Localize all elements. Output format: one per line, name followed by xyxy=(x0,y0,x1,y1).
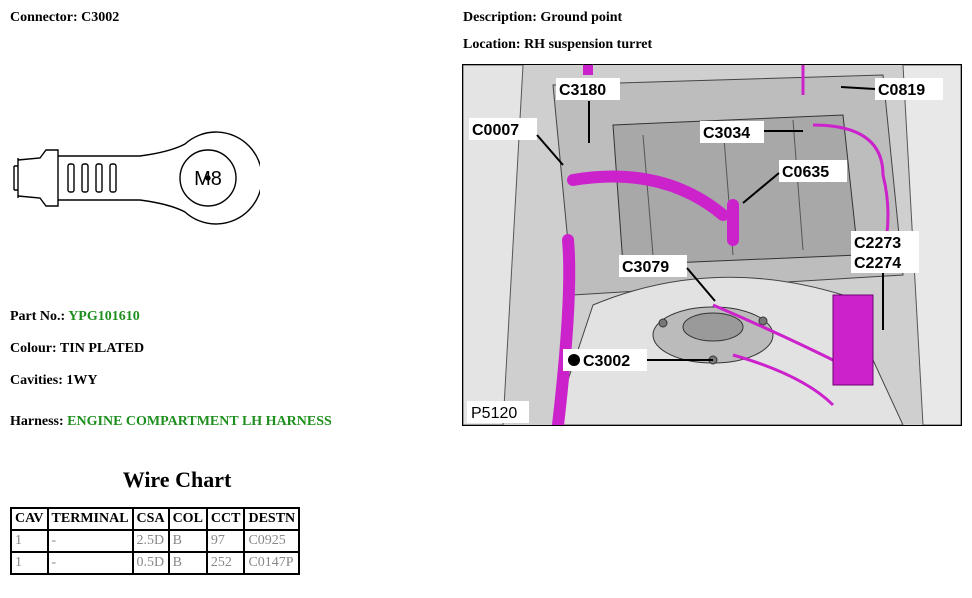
ground-dot-icon xyxy=(568,354,580,366)
location-value: RH suspension turret xyxy=(524,37,653,52)
part-number-value: YPG101610 xyxy=(68,309,140,324)
location-line: Location: RH suspension turret xyxy=(463,37,652,53)
callout-c0635: C0635 xyxy=(782,164,829,181)
callout-c2274: C2274 xyxy=(854,255,901,272)
cell-cav: 1 xyxy=(10,529,49,553)
wire-chart-title: Wire Chart xyxy=(122,467,232,492)
ring-terminal-drawing: M8 xyxy=(10,128,263,228)
cell-csa: 0.5D xyxy=(131,551,170,575)
connector-label: Connector: xyxy=(10,10,78,25)
colour-line: Colour: TIN PLATED xyxy=(10,341,144,357)
photo-reference: P5120 xyxy=(471,405,517,422)
description-value: Ground point xyxy=(540,10,623,25)
location-label: Location: xyxy=(463,37,521,52)
cell-col: B xyxy=(167,551,208,575)
connector-value: C3002 xyxy=(81,10,120,25)
callout-c3180: C3180 xyxy=(559,82,606,99)
stud-size-label: M8 xyxy=(194,168,222,190)
cavities-line: Cavities: 1WY xyxy=(10,373,98,389)
cell-col: B xyxy=(167,529,208,553)
table-row: 1 - 2.5D B 97 C0925 xyxy=(10,529,301,553)
header-csa: CSA xyxy=(131,507,170,531)
header-col: COL xyxy=(167,507,208,531)
harness-value: ENGINE COMPARTMENT LH HARNESS xyxy=(67,414,332,429)
header-terminal: TERMINAL xyxy=(46,507,134,531)
cell-destn: C0925 xyxy=(243,529,301,553)
callout-c3079: C3079 xyxy=(622,259,669,276)
callout-c0819: C0819 xyxy=(878,82,925,99)
harness-line: Harness: ENGINE COMPARTMENT LH HARNESS xyxy=(10,414,332,430)
header-cct: CCT xyxy=(205,507,246,531)
harness-label: Harness: xyxy=(10,414,64,429)
cell-terminal: - xyxy=(46,529,134,553)
part-number-label: Part No.: xyxy=(10,309,66,324)
cavities-value: 1WY xyxy=(66,373,98,388)
wire-chart-table: CAV TERMINAL CSA COL CCT DESTN 1 - 2.5D … xyxy=(10,507,301,575)
cell-cct: 252 xyxy=(205,551,246,575)
header-cav: CAV xyxy=(10,507,49,531)
cell-terminal: - xyxy=(46,551,134,575)
part-number-line: Part No.: YPG101610 xyxy=(10,309,140,325)
callout-c3002: C3002 xyxy=(583,353,630,370)
table-header-row: CAV TERMINAL CSA COL CCT DESTN xyxy=(10,507,301,531)
callout-c0007: C0007 xyxy=(472,122,519,139)
callout-c3034: C3034 xyxy=(703,125,750,142)
cell-cav: 1 xyxy=(10,551,49,575)
cell-csa: 2.5D xyxy=(131,529,170,553)
colour-label: Colour: xyxy=(10,341,57,356)
table-row: 1 - 0.5D B 252 C0147P xyxy=(10,551,301,575)
description-label: Description: xyxy=(463,10,537,25)
callout-c2273: C2273 xyxy=(854,235,901,252)
connector-line: Connector: C3002 xyxy=(10,10,119,26)
cell-cct: 97 xyxy=(205,529,246,553)
colour-value: TIN PLATED xyxy=(59,341,145,356)
cell-destn: C0147P xyxy=(243,551,301,575)
cavities-label: Cavities: xyxy=(10,373,63,388)
header-destn: DESTN xyxy=(243,507,301,531)
description-line: Description: Ground point xyxy=(463,10,622,26)
location-photo: C3180 C0819 C0007 C3034 C0635 C2273 C227… xyxy=(462,64,962,426)
